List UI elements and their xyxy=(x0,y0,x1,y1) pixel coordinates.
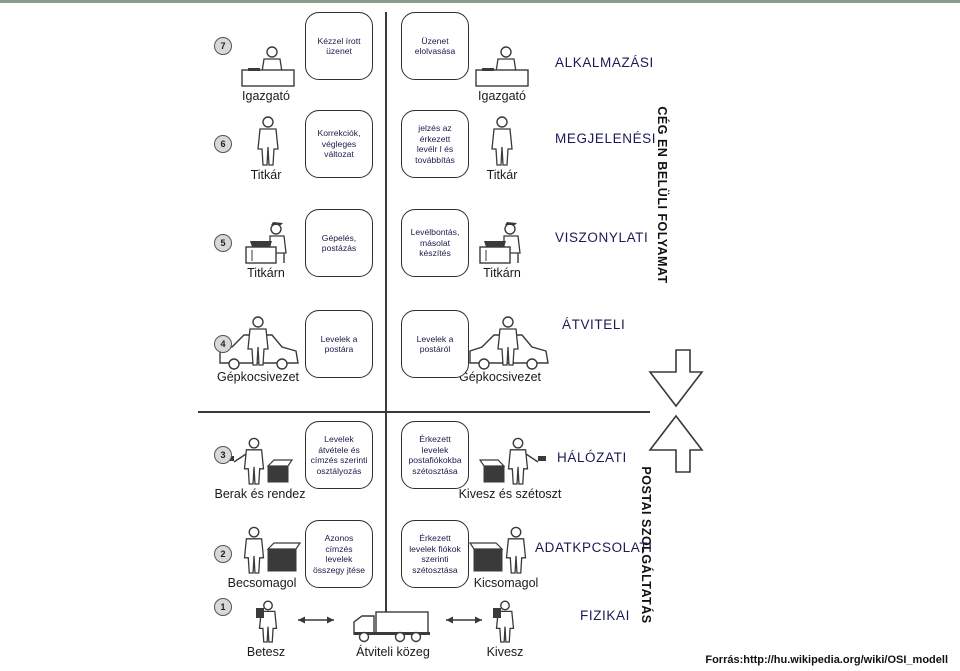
right-process-card: Levelek a postáról xyxy=(401,310,469,378)
source-credit: Forrás:http://hu.wikipedia.org/wiki/OSI_… xyxy=(705,654,948,666)
layer-number-6: 6 xyxy=(214,135,232,153)
left-transfer-arrow xyxy=(298,616,334,624)
right-figure-sorting-person xyxy=(478,437,546,485)
right-process-card: Érkezett levelek postafiókokba szétosztá… xyxy=(401,421,469,489)
right-role-label: Titkár xyxy=(486,168,518,182)
right-figure-typist xyxy=(479,222,521,264)
layer-number-2: 2 xyxy=(214,545,232,563)
boundary-arrow-down xyxy=(648,349,704,408)
left-process-card: Korrekciók, végleges változat xyxy=(305,110,373,178)
left-figure-standing-person xyxy=(257,116,279,166)
boundary-arrow-up xyxy=(648,414,704,473)
left-process-card: Azonos címzés levelek összegy jtése xyxy=(305,520,373,588)
layer-name: ADATKPCSOLATI xyxy=(535,540,653,555)
left-figure-car-driver xyxy=(219,316,299,370)
layer-number-1: 1 xyxy=(214,598,232,616)
left-process-card: Levelek átvétele és címzés szerinti oszt… xyxy=(305,421,373,489)
layer-name: ALKALMAZÁSI xyxy=(555,55,654,70)
left-role-label: Gépkocsivezet xyxy=(217,370,299,384)
layer-name: MEGJELENÉSI xyxy=(555,131,657,146)
layer-name: HÁLÓZATI xyxy=(557,450,627,465)
left-role-label: Titkár xyxy=(250,168,282,182)
left-role-label: Betesz xyxy=(246,645,286,659)
left-process-card: Kézzel írott üzenet xyxy=(305,12,373,80)
left-role-label: Becsomagol xyxy=(227,576,297,590)
right-process-card: Levélbontás, másolat készítés xyxy=(401,209,469,277)
left-role-label: Berak és rendez xyxy=(214,487,306,501)
left-figure-carrier-person xyxy=(256,600,278,643)
right-figure-packing-person xyxy=(468,526,527,574)
right-figure-standing-person xyxy=(491,116,513,166)
right-figure-carrier-person xyxy=(493,600,515,643)
right-process-card: Érkezett levelek fiókok szerinti szétosz… xyxy=(401,520,469,588)
right-transfer-arrow xyxy=(446,616,482,624)
left-figure-desk-person xyxy=(241,46,295,87)
left-process-card: Gépelés, postázás xyxy=(305,209,373,277)
right-figure-desk-person xyxy=(475,46,529,87)
right-role-label: Titkárn xyxy=(483,266,521,280)
layer-name: ÁTVITELI xyxy=(562,317,626,332)
layer-number-5: 5 xyxy=(214,234,232,252)
right-role-label: Kivesz és szétoszt xyxy=(458,487,562,501)
right-process-card: jelzés az érkezett levélr l és továbbítá… xyxy=(401,110,469,178)
right-role-label: Kivesz xyxy=(486,645,524,659)
right-role-label: Igazgató xyxy=(478,89,526,103)
layer-number-4: 4 xyxy=(214,335,232,353)
company-group-label: CÉG EN BELÜLI FOLYAMAT xyxy=(655,106,669,284)
top-bar xyxy=(0,0,960,3)
left-role-label: Titkárn xyxy=(247,266,285,280)
transmission-medium-label: Átviteli közeg xyxy=(356,645,430,659)
left-figure-sorting-person xyxy=(226,437,294,485)
left-role-label: Igazgató xyxy=(242,89,290,103)
left-figure-packing-person xyxy=(243,526,302,574)
left-figure-typist xyxy=(245,222,287,264)
right-role-label: Kicsomagol xyxy=(473,576,539,590)
right-process-card: Üzenet elolvasása xyxy=(401,12,469,80)
left-process-card: Levelek a postára xyxy=(305,310,373,378)
layer-name: VISZONYLATI xyxy=(555,230,649,245)
layer-name: FIZIKAI xyxy=(580,608,630,623)
layer-number-7: 7 xyxy=(214,37,232,55)
truck-icon xyxy=(353,611,430,643)
right-figure-car-driver xyxy=(469,316,549,370)
layer-number-3: 3 xyxy=(214,446,232,464)
right-role-label: Gépkocsivezet xyxy=(459,370,541,384)
